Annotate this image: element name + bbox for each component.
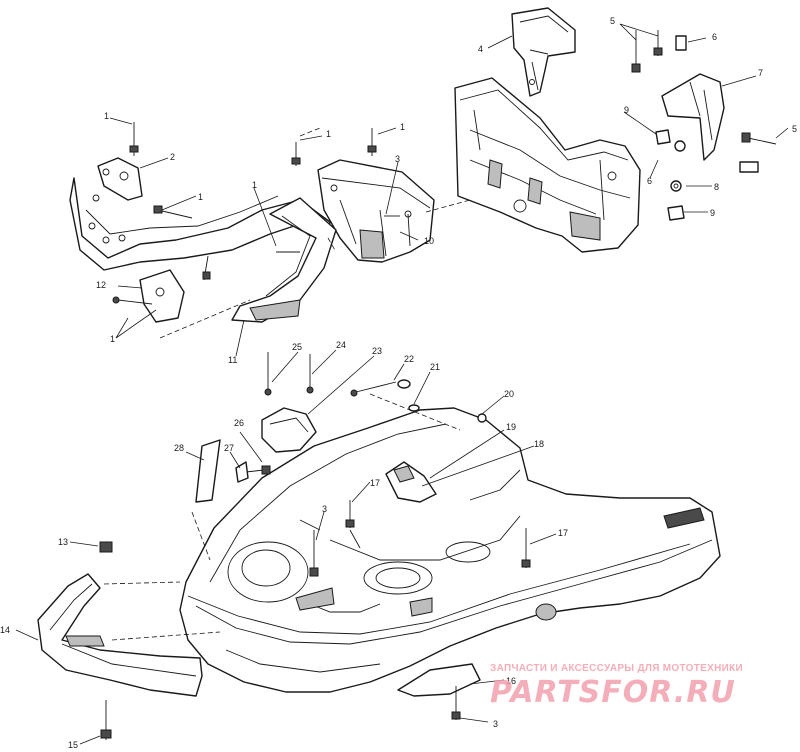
callout-6b: 6 [647, 176, 652, 186]
fastener-bolts-upper [112, 30, 777, 305]
callout-14: 14 [0, 625, 10, 635]
callout-23: 23 [372, 346, 382, 356]
callout-17b: 17 [558, 528, 568, 538]
part-7-bracket [661, 73, 725, 161]
callout-13: 13 [58, 537, 68, 547]
callout-9a: 9 [624, 105, 629, 115]
callout-3c: 3 [493, 719, 498, 729]
part-2-bracket [97, 157, 143, 201]
callout-1f: 1 [326, 129, 331, 139]
callout-7: 7 [758, 68, 763, 78]
rear-crossmember [454, 77, 641, 253]
callout-labels: 1 1 1 1 1 1 2 3 3 3 4 5 5 6 6 7 8 9 9 10… [0, 16, 797, 750]
part-16-skid [397, 663, 481, 697]
chassis-hull [179, 407, 721, 693]
part-12-plate [139, 269, 185, 323]
callout-8: 8 [714, 182, 719, 192]
callout-4: 4 [478, 44, 483, 54]
callout-9b: 9 [710, 208, 715, 218]
watermark: ЗАПЧАСТИ И АКСЕССУАРЫ ДЛЯ МОТОТЕХНИКИ PA… [490, 663, 743, 710]
left-frame-rail [69, 177, 331, 271]
part-11-steering-support [159, 197, 337, 339]
callout-5b: 5 [792, 124, 797, 134]
callout-3a: 3 [395, 154, 400, 164]
callout-19: 19 [506, 422, 516, 432]
callout-1d: 1 [400, 122, 405, 132]
callout-27: 27 [224, 443, 234, 453]
part-14-bumper [37, 573, 221, 697]
callout-11: 11 [228, 355, 237, 365]
callout-15: 15 [68, 740, 78, 750]
callout-6a: 6 [712, 32, 717, 42]
callout-1b: 1 [198, 192, 203, 202]
front-crossmember [317, 159, 435, 263]
callout-1e: 1 [110, 334, 115, 344]
part-4-bracket [511, 7, 576, 97]
callout-26: 26 [234, 418, 244, 428]
leader-lines [15, 23, 789, 745]
callout-22: 22 [404, 354, 414, 364]
part-23-cover [261, 407, 317, 453]
callout-24: 24 [336, 340, 346, 350]
callout-17a: 17 [370, 478, 380, 488]
dashed-guides-upper [299, 127, 471, 253]
callout-28: 28 [174, 443, 184, 453]
callout-12: 12 [96, 280, 106, 290]
callout-2: 2 [170, 152, 175, 162]
callout-25: 25 [292, 342, 302, 352]
part-28-plate [195, 439, 221, 503]
fastener-bolts-lower [99, 352, 531, 740]
callout-21: 21 [430, 362, 440, 372]
part-18-console [385, 461, 437, 503]
watermark-tagline: ЗАПЧАСТИ И АКСЕССУАРЫ ДЛЯ МОТОТЕХНИКИ [490, 663, 743, 674]
callout-1c: 1 [252, 180, 257, 190]
watermark-logo: PARTSFOR.RU [490, 675, 736, 710]
callout-5a: 5 [610, 16, 615, 26]
callout-18: 18 [534, 439, 544, 449]
callout-1a: 1 [104, 111, 109, 121]
callout-16: 16 [506, 676, 516, 686]
callout-20: 20 [504, 389, 514, 399]
callout-10: 10 [424, 236, 434, 246]
callout-3b: 3 [322, 504, 327, 514]
